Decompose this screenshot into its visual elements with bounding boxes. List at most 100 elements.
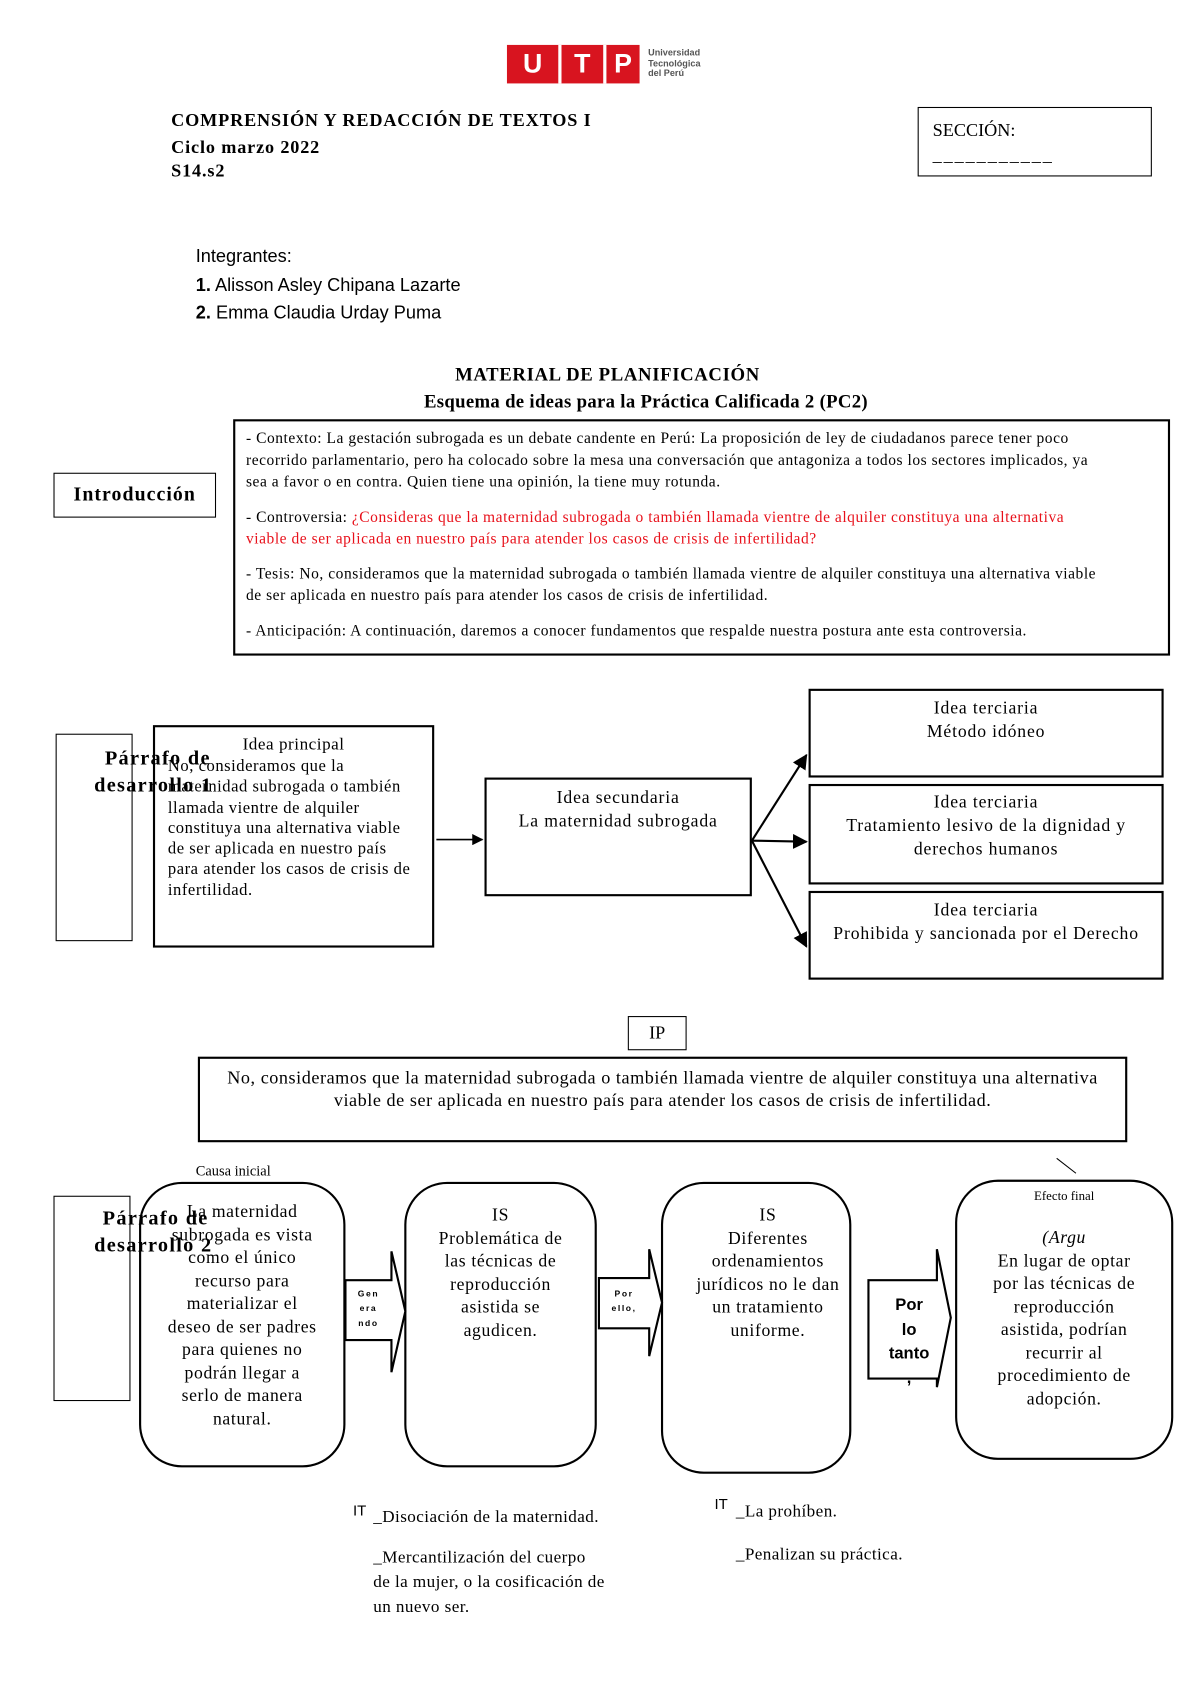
final-effect-line: adopción. <box>1026 1387 1102 1409</box>
tertiary-idea-box: Idea terciaria Método idóneo <box>808 688 1164 778</box>
logo-divider <box>603 44 607 84</box>
course-session: S14.s2 <box>171 160 226 181</box>
member-item: 1. Alisson Asley Chipana Lazarte <box>196 274 461 298</box>
tertiary-idea-text: Tratamiento lesivo de la dignidad y <box>846 814 1126 836</box>
logo-line: Universidad <box>648 47 701 58</box>
main-idea-line: llamada vientre de alquiler <box>167 798 360 817</box>
secondary-idea-1-line: agudicen. <box>463 1319 538 1340</box>
main-idea-line: No, consideramos que la <box>167 757 345 776</box>
logo-letter-u: U <box>522 49 543 80</box>
slash-mark <box>1056 1157 1077 1174</box>
final-effect-box: Efecto final (Argu En lugar de optar por… <box>955 1179 1174 1460</box>
connector-3-line: lo <box>901 1320 917 1339</box>
initial-cause-box: La maternidad subrogada es vista como el… <box>139 1181 346 1468</box>
course-title: COMPRENSIÓN Y REDACCIÓN DE TEXTOS I <box>171 110 592 131</box>
context-line: recorrido parlamentario, pero ha colocad… <box>245 451 1089 469</box>
final-effect-line: reproducción <box>1013 1295 1115 1317</box>
thesis-line: - Tesis: No, consideramos que la materni… <box>245 565 1097 583</box>
section-box <box>917 106 1152 177</box>
tertiary-1-line: un nuevo ser. <box>373 1597 470 1616</box>
tertiary-idea-title: Idea terciaria <box>933 791 1039 812</box>
connector-1-line: era <box>359 1303 378 1314</box>
connector-3-label: Por lo tanto , <box>868 1294 949 1390</box>
member-name: Alisson Asley Chipana Lazarte <box>214 274 461 296</box>
secondary-idea-2-line: uniforme. <box>730 1319 806 1340</box>
anticipation-paragraph: - Anticipación: A continuación, daremos … <box>246 620 1168 642</box>
tertiary-idea-title: Idea terciaria <box>933 899 1039 920</box>
initial-cause-label: Causa inicial <box>195 1162 271 1179</box>
arrow-secondary-to-tertiary-2 <box>751 833 808 849</box>
secondary-idea-text: La maternidad subrogada <box>518 810 718 832</box>
final-effect-line: procedimiento de <box>997 1364 1131 1386</box>
tertiary-2-line: _La prohíben. <box>735 1502 838 1521</box>
secondary-idea-2-label: IS <box>759 1204 777 1225</box>
ip-statement-box: No, consideramos que la maternidad subro… <box>197 1056 1128 1143</box>
initial-cause-line: como el único <box>188 1247 297 1268</box>
controversy-paragraph: - Controversia: ¿Consideras que la mater… <box>246 506 1168 550</box>
initial-cause-line: para quienes no <box>182 1339 303 1360</box>
thesis-paragraph: - Tesis: No, consideramos que la materni… <box>246 563 1168 607</box>
introduction-label: Introducción <box>53 472 217 518</box>
secondary-idea-2-box: IS Diferentes ordenamientos jurídicos no… <box>660 1181 852 1474</box>
connector-3-line: Por <box>895 1296 923 1315</box>
logo-wordmark: Universidad Tecnológica del Perú <box>648 48 700 78</box>
paragraph-1-label: Párrafo de <box>104 747 211 771</box>
secondary-idea-1-box: IS Problemática de las técnicas de repro… <box>404 1181 597 1468</box>
planning-subtitle: Esquema de ideas para la Práctica Califi… <box>423 390 868 412</box>
connector-1-label: Gen era ndo <box>345 1287 391 1332</box>
members-label: Integrantes: <box>195 245 292 267</box>
introduction-box: - Contexto: La gestación subrogada es un… <box>233 419 1171 656</box>
member-number: 2. <box>195 302 211 323</box>
ip-statement-line: No, consideramos que la maternidad subro… <box>227 1066 1098 1088</box>
ip-label: IP <box>627 1016 687 1051</box>
secondary-idea-2-line: Diferentes <box>727 1227 808 1248</box>
context-line: - Contexto: La gestación subrogada es un… <box>245 429 1069 448</box>
connector-3-line: , <box>906 1368 912 1387</box>
initial-cause-line: subrogada es vista <box>171 1224 313 1245</box>
anticipation-line: - Anticipación: A continuación, daremos … <box>245 621 1027 640</box>
utp-logo: U T P <box>506 44 640 84</box>
main-idea-line: para atender los casos de crisis de <box>167 860 411 879</box>
paragraph-2-label: desarrollo 2 <box>94 1234 213 1257</box>
final-effect-line: recurrir al <box>1025 1341 1103 1363</box>
connector-2-label: Por ello, <box>599 1287 649 1317</box>
final-effect-note: (Argu <box>1042 1226 1087 1248</box>
secondary-idea-box: Idea secundaria La maternidad subrogada <box>484 777 752 897</box>
initial-cause-line: materializar el <box>186 1293 298 1314</box>
secondary-idea-1-label: IS <box>492 1204 510 1225</box>
tertiary-1-marker: IT <box>352 1501 367 1519</box>
ip-statement-line: viable de ser aplicada en nuestro país p… <box>333 1089 992 1110</box>
tertiary-idea-text: Prohibida y sancionada por el Derecho <box>833 922 1139 944</box>
section-blank: ___________ <box>932 144 1054 165</box>
member-item: 2. Emma Claudia Urday Puma <box>196 302 442 326</box>
secondary-idea-2-line: un tratamiento <box>712 1296 824 1317</box>
secondary-idea-1-line: reproducción <box>450 1273 551 1294</box>
secondary-idea-1-line: asistida se <box>460 1296 541 1317</box>
logo-line: Tecnológica <box>648 57 701 68</box>
secondary-idea-1-line: las técnicas de <box>444 1250 557 1271</box>
final-effect-line: En lugar de optar <box>997 1249 1131 1271</box>
tertiary-idea-text: Método idóneo <box>926 720 1046 742</box>
paragraph-2-label-box <box>53 1195 131 1402</box>
secondary-idea-1-line: Problemática de <box>438 1227 563 1248</box>
initial-cause-line: serlo de manera <box>181 1385 303 1406</box>
connector-2-line: Por <box>614 1288 634 1299</box>
final-effect-line: por las técnicas de <box>993 1272 1136 1294</box>
tertiary-2-marker: IT <box>714 1495 728 1513</box>
initial-cause-line: deseo de ser padres <box>167 1316 317 1337</box>
paragraph-1-label-box <box>55 733 133 942</box>
initial-cause-line: natural. <box>212 1408 272 1429</box>
secondary-idea-2-line: jurídicos no le dan <box>696 1273 840 1294</box>
tertiary-1-line: _Mercantilización del cuerpo <box>373 1548 586 1567</box>
tertiary-1-line: de la mujer, o la cosificación de <box>373 1572 605 1591</box>
connector-2-line: ello, <box>611 1303 637 1314</box>
arrow-secondary-to-tertiary-3 <box>750 840 808 948</box>
controversy-line: - Controversia: ¿Consideras que la mater… <box>246 506 1168 528</box>
context-paragraph: - Contexto: La gestación subrogada es un… <box>246 428 1168 494</box>
initial-cause-line: podrán llegar a <box>184 1362 300 1383</box>
initial-cause-line: recurso para <box>195 1270 290 1291</box>
tertiary-idea-box: Idea terciaria Prohibida y sancionada po… <box>808 890 1164 980</box>
tertiary-2-line: _Penalizan su práctica. <box>735 1544 903 1564</box>
main-idea-line: de ser aplicada en nuestro país <box>167 839 387 858</box>
